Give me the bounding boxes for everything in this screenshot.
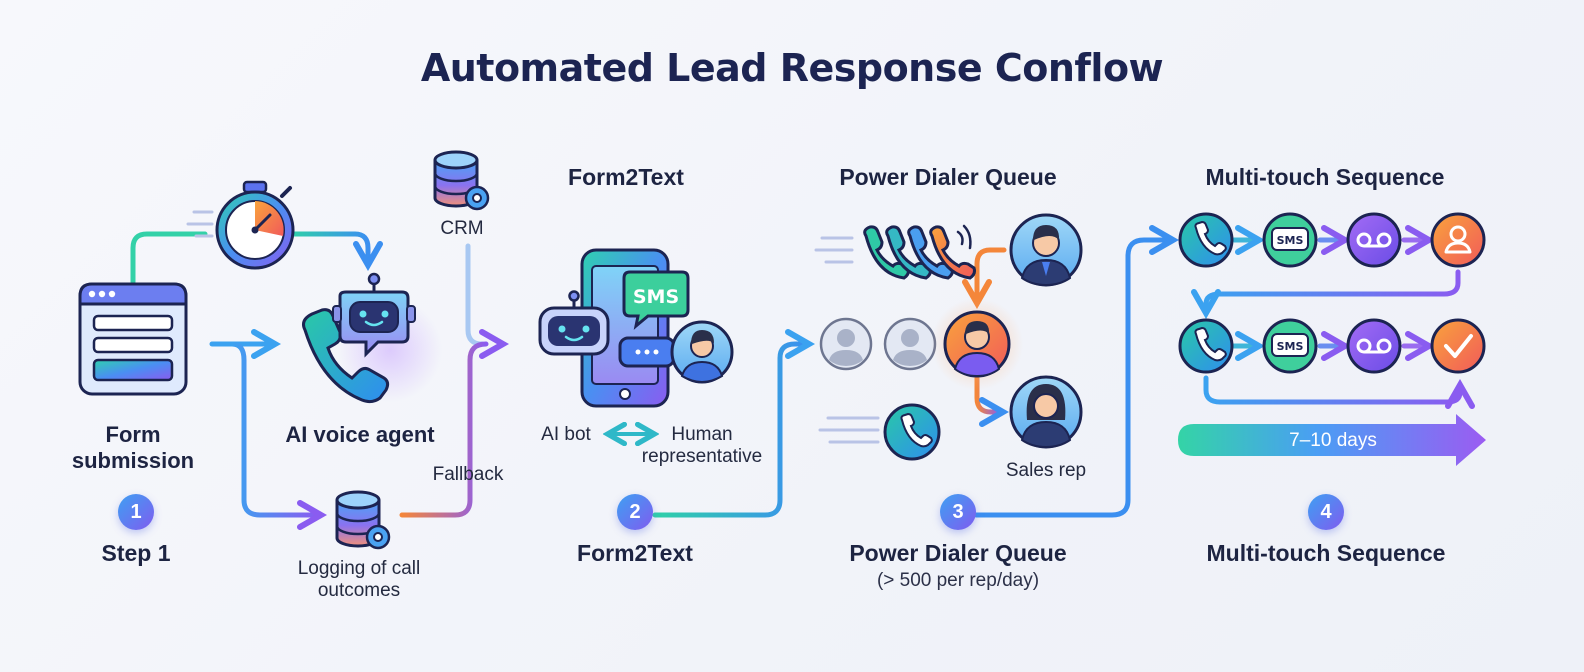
ai-voice-agent-label: AI voice agent	[285, 422, 435, 447]
sequence-row-2: SMS	[1178, 318, 1486, 374]
connector-rep-queue	[962, 247, 1007, 310]
connector-crm	[465, 243, 485, 347]
connector-queue-sales	[974, 375, 1010, 427]
form2text-phone-icon: SMS	[538, 248, 734, 408]
ai-voice-agent-icon	[302, 272, 442, 404]
duration-label: 7–10 days	[1289, 430, 1377, 451]
sms-bubble-text: SMS	[633, 286, 679, 308]
section-title-power-dialer: Power Dialer Queue	[839, 164, 1057, 190]
duration-arrow	[1178, 414, 1486, 466]
connector-fallback	[399, 341, 489, 518]
voicemail-icon	[1346, 212, 1402, 268]
step-4-label: Multi-touch Sequence	[1206, 540, 1446, 566]
step-1-label: Step 1	[101, 540, 171, 566]
dialer-call-stack-icon	[814, 224, 976, 280]
sms-icon: SMS	[1262, 212, 1318, 268]
step-1-badge: 1	[118, 494, 154, 530]
person-icon	[1430, 212, 1486, 268]
sales-rep-avatar	[1009, 375, 1083, 449]
sales-rep-label: Sales rep	[1005, 460, 1087, 481]
connector-sequence-return	[1203, 375, 1475, 409]
database-gear-icon	[433, 150, 490, 211]
dialer-active-call-icon	[818, 403, 941, 461]
crm-label: CRM	[440, 218, 484, 239]
connector-sequence-wrap	[1191, 269, 1461, 320]
phone-icon	[863, 225, 976, 280]
connector-timer-voice	[287, 231, 383, 272]
section-title-form2text: Form2Text	[568, 164, 684, 190]
step-3-badge: 3	[940, 494, 976, 530]
connector-step3-sequence	[973, 225, 1180, 518]
connector-step2-dialer	[652, 329, 816, 518]
step-3-sublabel: (> 500 per rep/day)	[876, 570, 1040, 591]
step-3-label: Power Dialer Queue	[849, 540, 1067, 566]
queued-lead-avatars	[819, 298, 1023, 390]
sequence-row-1: SMS	[1178, 212, 1486, 268]
sms-icon: SMS	[1262, 318, 1318, 374]
fallback-label: Fallback	[432, 464, 504, 485]
human-representative-label: Human representative	[641, 424, 763, 467]
logging-database-icon	[335, 490, 391, 550]
connector-form-timer	[130, 231, 208, 285]
dialer-agent-avatar	[1009, 213, 1083, 287]
ai-bot-label: AI bot	[541, 424, 591, 445]
section-title-multi-touch: Multi-touch Sequence	[1205, 164, 1445, 190]
phone-icon	[1178, 318, 1234, 374]
sms-icon-label: SMS	[1277, 340, 1304, 353]
connector-form-logging	[229, 341, 328, 530]
logging-label: Logging of call outcomes	[297, 558, 421, 601]
step-2-badge: 2	[617, 494, 653, 530]
phone-icon	[1178, 212, 1234, 268]
voicemail-icon	[1346, 318, 1402, 374]
sms-icon-label: SMS	[1277, 234, 1304, 247]
connectors	[130, 225, 1475, 530]
step-4-badge: 4	[1308, 494, 1344, 530]
page-title: Automated Lead Response Conflow	[420, 46, 1164, 90]
checkmark-icon	[1430, 318, 1486, 374]
step-2-label: Form2Text	[577, 540, 693, 566]
form-window-icon	[78, 282, 188, 396]
stopwatch-icon	[186, 180, 295, 270]
form-submission-label: Form submission	[71, 422, 195, 473]
